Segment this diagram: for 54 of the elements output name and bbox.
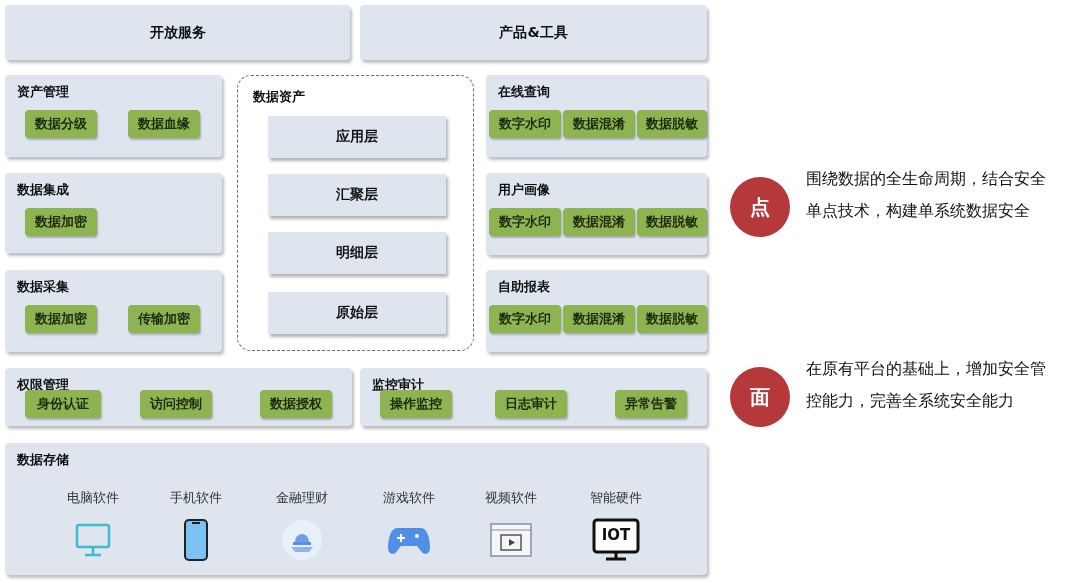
feature-tag: 数据混淆 [563,110,635,138]
panel-heading: 数据采集 [17,278,69,296]
module-panel [486,270,707,352]
badge-circle: 面 [730,367,790,427]
module-panel [486,75,707,157]
layer-box: 应用层 [268,116,446,158]
feature-tag: 数据授权 [260,390,332,418]
feature-tag: 数据脱敏 [637,208,707,236]
feature-tag: 数据脱敏 [637,110,707,138]
service-bar: 产品&工具 [360,5,707,60]
category-label: 智能硬件 [590,489,642,507]
panel-heading: 用户画像 [498,181,550,199]
panel-heading: 数据集成 [17,181,69,199]
category-label: 金融理财 [276,489,328,507]
panel-heading: 资产管理 [17,83,69,101]
badge-circle: 点 [730,177,790,237]
module-panel [5,75,222,157]
module-panel [5,368,352,426]
module-panel [486,173,707,255]
feature-tag: 数据血缘 [128,110,200,138]
feature-tag: 访问控制 [140,390,212,418]
category-label: 游戏软件 [383,489,435,507]
module-panel [5,270,222,352]
feature-tag: 日志审计 [495,390,567,418]
feature-tag: 数据加密 [25,305,97,333]
feature-tag: 数字水印 [489,208,561,236]
category-label: 手机软件 [170,489,222,507]
description-text: 在原有平台的基础上，增加安全管控能力，完善全系统安全能力 [806,358,1047,412]
module-panel [360,368,707,426]
module-panel [5,173,222,253]
feature-tag: 数据混淆 [563,208,635,236]
feature-tag: 数字水印 [489,305,561,333]
panel-heading: 数据存储 [17,451,69,469]
panel-heading: 自助报表 [498,278,550,296]
feature-tag: 数字水印 [489,110,561,138]
feature-tag: 异常告警 [615,390,687,418]
feature-tag: 传输加密 [128,305,200,333]
feature-tag: 身份认证 [25,390,101,418]
feature-tag: 数据脱敏 [637,305,707,333]
dashed-container [237,75,474,351]
feature-tag: 操作监控 [380,390,452,418]
layer-box: 明细层 [268,232,446,274]
layer-box: 原始层 [268,292,446,334]
feature-tag: 数据混淆 [563,305,635,333]
feature-tag: 数据加密 [25,208,97,236]
feature-tag: 数据分级 [25,110,97,138]
category-label: 电脑软件 [67,489,119,507]
service-bar: 开放服务 [5,5,350,60]
category-label: 视频软件 [485,489,537,507]
panel-heading: 数据资产 [253,88,305,106]
storage-panel [5,443,707,575]
panel-heading: 在线查询 [498,83,550,101]
layer-box: 汇聚层 [268,174,446,216]
description-text: 围绕数据的全生命周期，结合安全单点技术，构建单系统数据安全 [806,168,1047,222]
